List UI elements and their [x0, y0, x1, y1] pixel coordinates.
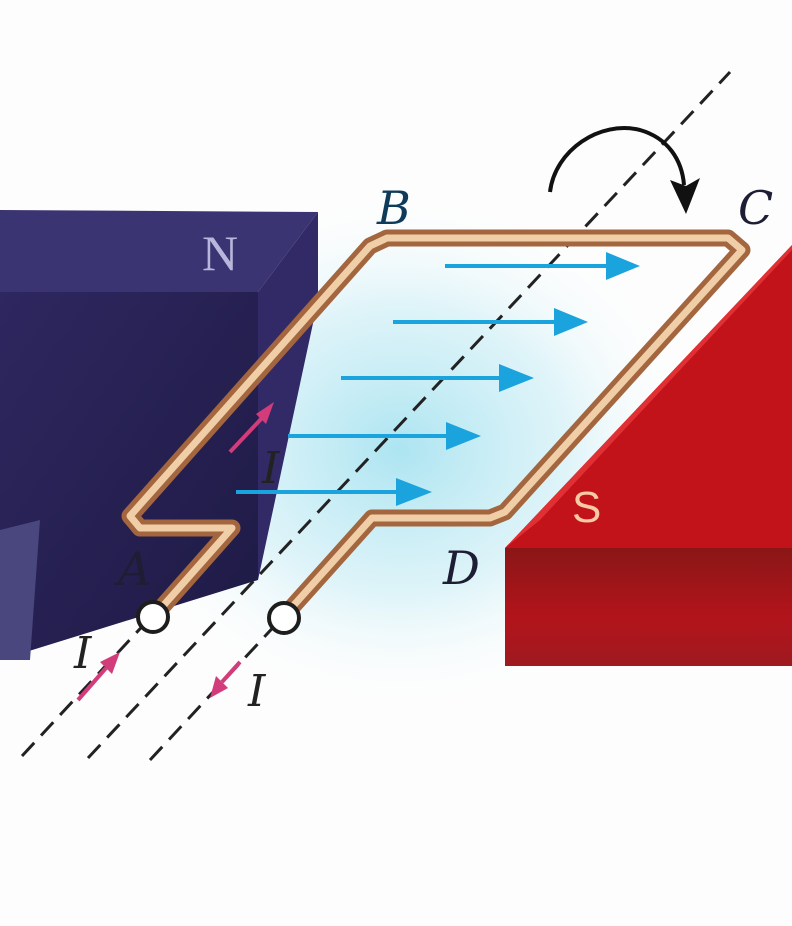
rotation-arrow-head	[670, 178, 700, 214]
field-arrow-4-head	[446, 422, 481, 450]
rotation-arrow	[548, 126, 686, 193]
north-pole-label: N	[202, 225, 238, 281]
lead-guide-line-left	[20, 616, 152, 758]
current-arrow-lead-left	[76, 666, 108, 702]
current-arrows	[76, 402, 274, 702]
field-arrow-3-head	[499, 364, 534, 392]
field-arrow-5-head	[396, 478, 432, 506]
current-arrow-on-loop	[228, 416, 264, 454]
north-magnet-bevel	[0, 520, 40, 660]
coil-loop	[121, 229, 751, 624]
terminal-a	[136, 600, 170, 634]
corner-label-d: D	[442, 541, 480, 595]
north-magnet-pole-face	[258, 212, 318, 580]
south-magnet-pole-face	[505, 245, 792, 548]
current-label-lead-left: I	[73, 628, 93, 679]
corner-label-a: A	[114, 542, 151, 596]
rotation-axis	[86, 70, 732, 760]
current-arrow-lead-right-head	[210, 676, 228, 698]
field-arrows	[236, 252, 640, 506]
south-magnet-front	[505, 548, 792, 666]
current-arrow-lead-left-head	[100, 652, 120, 674]
north-magnet-top	[0, 210, 318, 292]
current-arrow-on-loop-head	[256, 402, 274, 424]
coil-wire-core	[126, 234, 746, 619]
field-arrow-1-head	[606, 252, 640, 280]
corner-label-b: B	[376, 181, 411, 235]
south-pole-label: S	[572, 483, 601, 532]
current-label-lead-right: I	[247, 666, 267, 717]
field-arrow-2-head	[554, 308, 588, 336]
south-magnet: S	[505, 245, 792, 666]
current-label-loop: I	[261, 443, 281, 494]
corner-label-c: C	[738, 181, 773, 235]
terminal-d	[267, 601, 301, 635]
current-arrow-lead-right	[220, 660, 242, 684]
